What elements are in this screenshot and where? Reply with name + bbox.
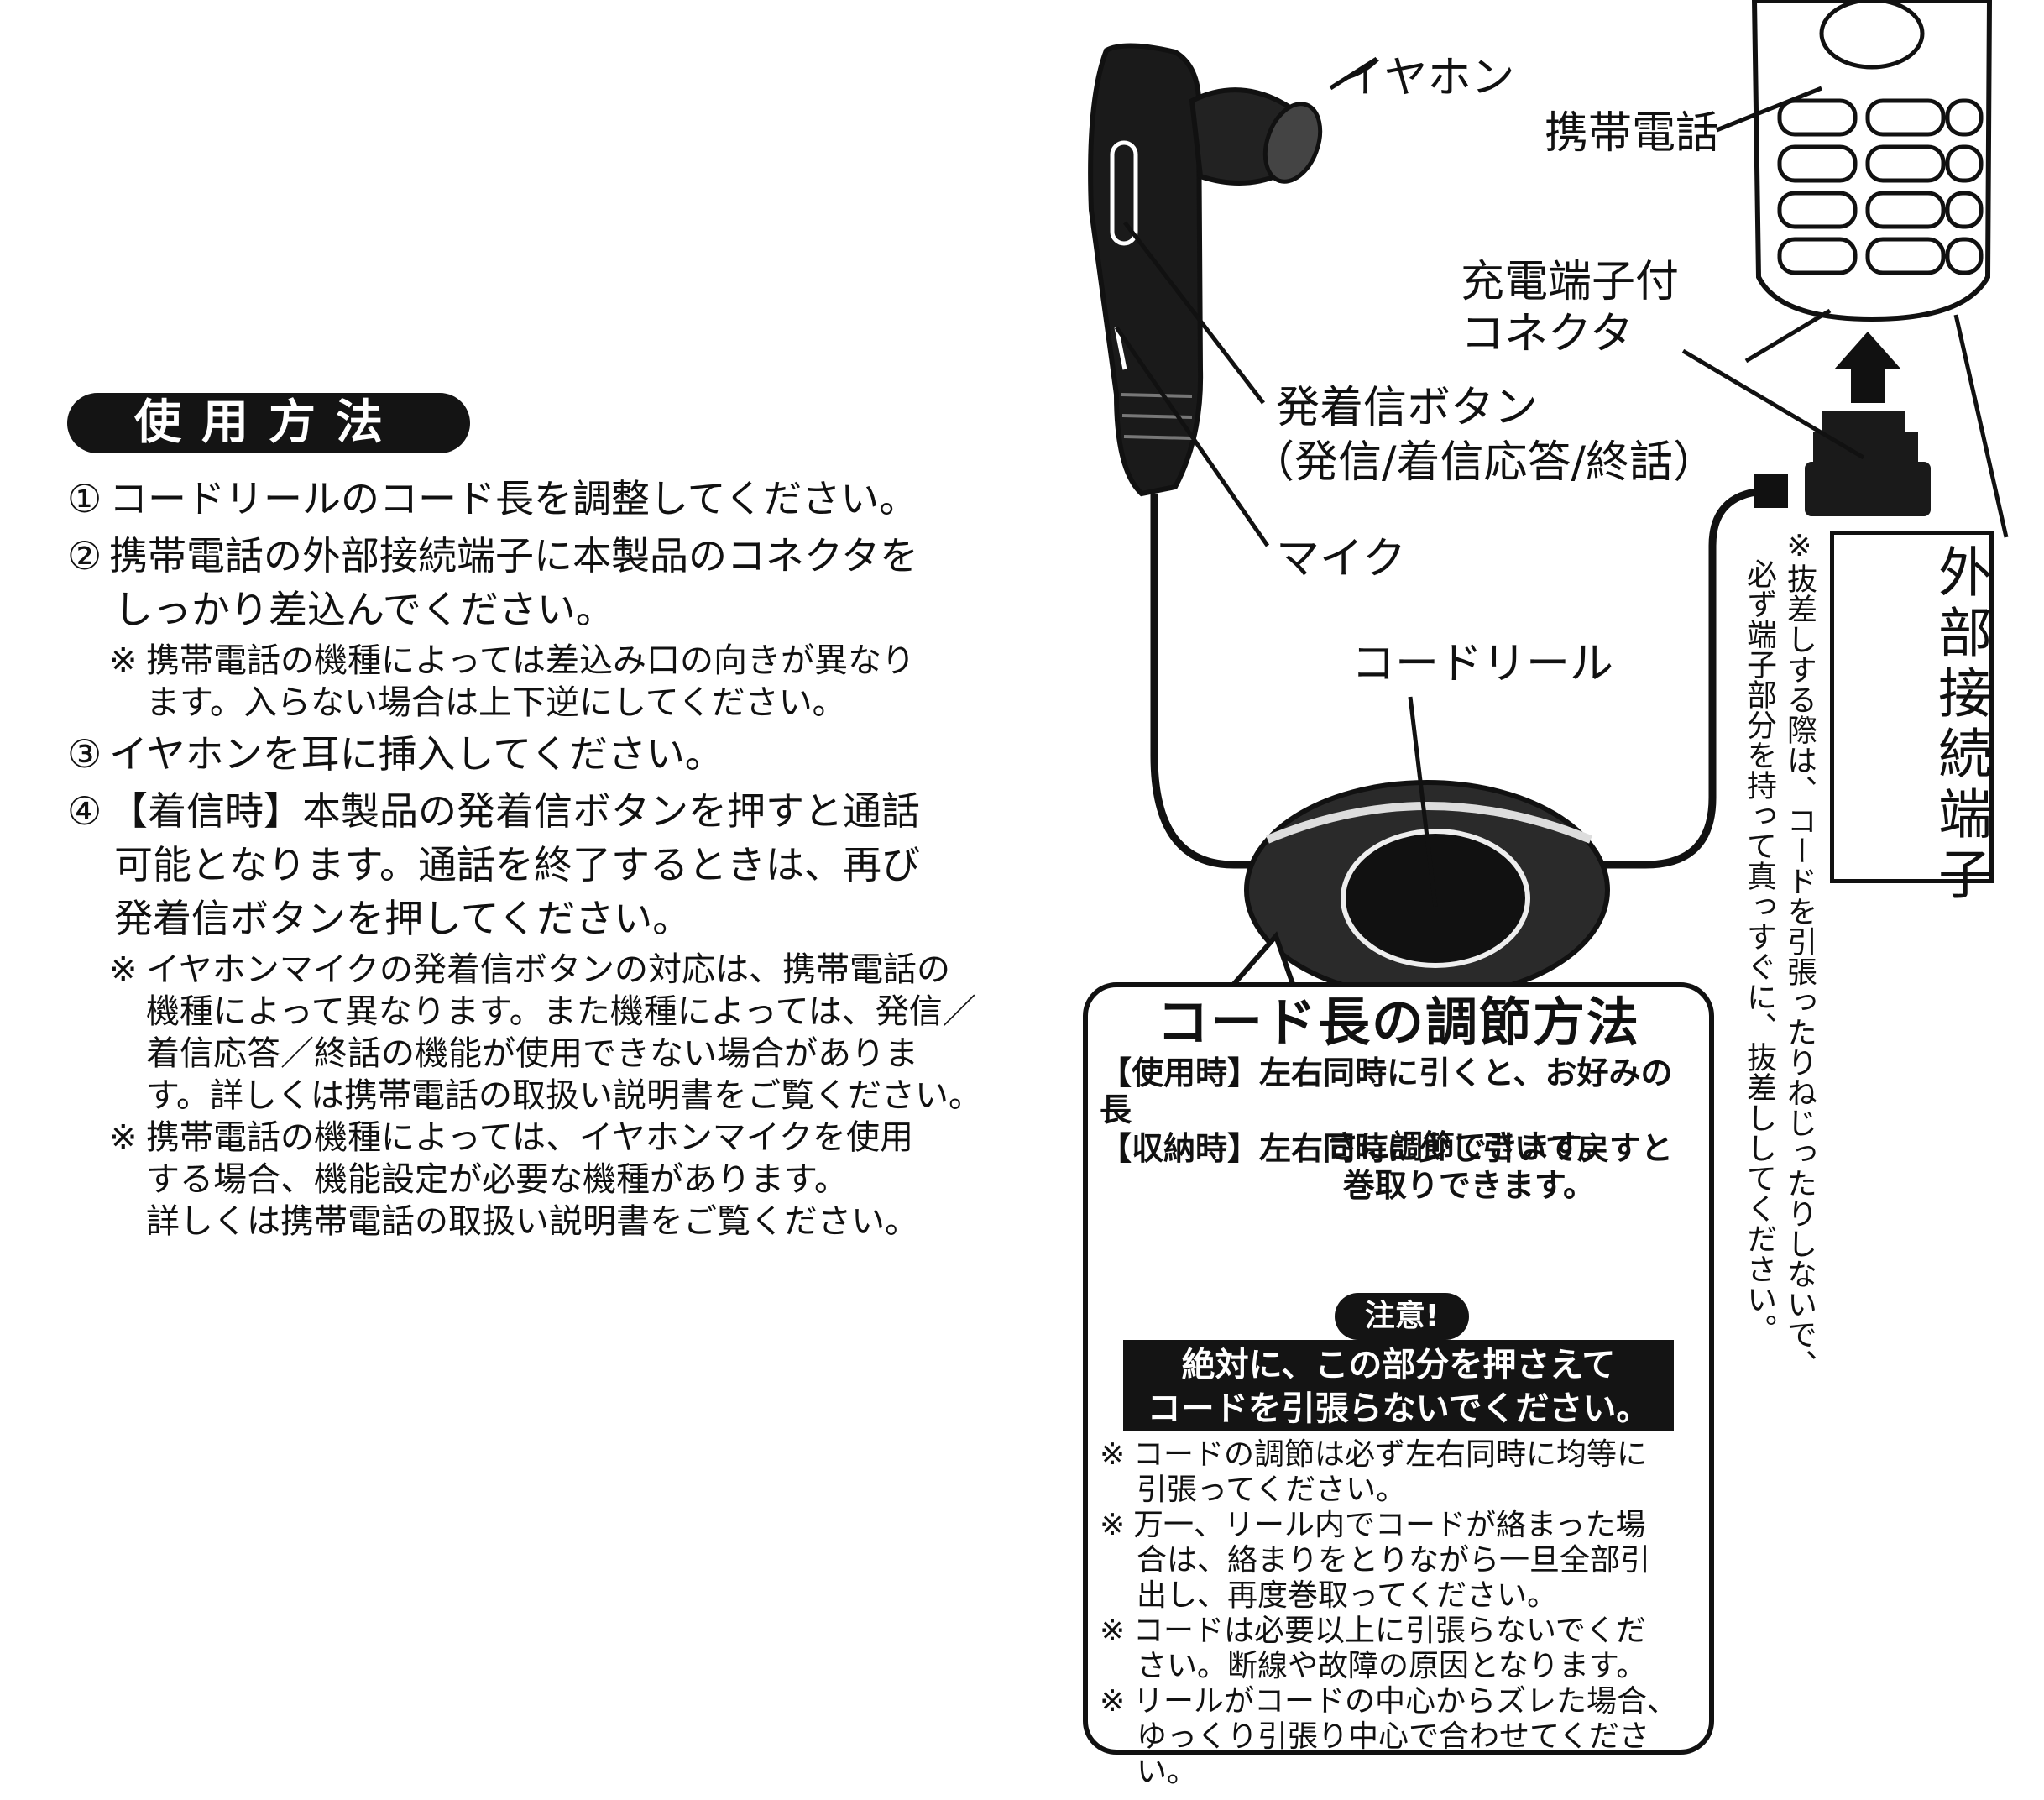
earphone-illustration — [1088, 43, 1323, 869]
note-text: 万一、リール内でコードが絡まった場 — [1133, 1508, 1646, 1542]
step-text: 【着信時】本製品の発着信ボタンを押すと通話 — [109, 788, 920, 834]
caution-badge: 注意! — [1335, 1293, 1469, 1340]
step-text: する場合、機能設定が必要な機種があります。 — [146, 1160, 848, 1199]
use-instructions: 【使用時】左右同時に引くと、お好みの長 さに調節できます。 — [1100, 1054, 1704, 1165]
use-line-1: 左右同時に引くと、お好みの長 — [1100, 1054, 1673, 1128]
use-line-2: さに調節できます。 — [1326, 1128, 1612, 1165]
step-text: 詳しくは携帯電話の取扱い説明書をご覧ください。 — [146, 1202, 918, 1241]
step-marker: ※ — [109, 641, 138, 680]
usage-note: ※携帯電話の機種によっては差込み口の向きが異なります。入らない場合は上下逆にして… — [67, 640, 1007, 724]
step-marker: ※ — [109, 950, 138, 989]
adjust-note: ※万一、リール内でコードが絡まった場合は、絡まりをとりながら一旦全部引出し、再度… — [1100, 1508, 1704, 1614]
cord-reel-label: コードリール — [1351, 639, 1614, 689]
step-marker: ※ — [109, 1118, 138, 1157]
cord-reel-illustration — [1244, 487, 1764, 1000]
step-text: 着信応答／終話の機能が使用できない場合がありま — [146, 1034, 918, 1073]
note-marker: ※ — [1100, 1508, 1126, 1542]
note-text: 引張ってください。 — [1137, 1473, 1407, 1507]
step-marker: ① — [67, 476, 102, 521]
adjust-note: ※コードの調節は必ず左右同時に均等に引張ってください。 — [1100, 1437, 1704, 1508]
step-text: イヤホンマイクの発着信ボタンの対応は、携帯電話の — [146, 950, 950, 989]
warning-line-1: 絶対に、この部分を押さえて — [1181, 1346, 1616, 1384]
usage-step: ④【着信時】本製品の発着信ボタンを押すと通話可能となります。通話を終了するときは… — [67, 784, 1007, 945]
use-tag: 【使用時】 — [1100, 1054, 1260, 1091]
step-text: 携帯電話の外部接続端子に本製品のコネクタを — [109, 533, 919, 578]
step-text: 携帯電話の機種によっては、イヤホンマイクを使用 — [146, 1118, 913, 1157]
connector-label-line-1: 充電端子付 — [1461, 257, 1680, 307]
vertical-note-line-1: ※抜差しする際は、コードを引張ったりねじったりしないで、 — [1782, 529, 1817, 1379]
note-marker: ※ — [1100, 1684, 1126, 1719]
note-text: コードは必要以上に引張らないでくだ — [1133, 1614, 1646, 1648]
port-label: 外部接続端子 — [1929, 544, 1991, 907]
step-marker: ④ — [67, 788, 102, 834]
adjust-note: ※コードは必要以上に引張らないでください。断線や故障の原因となります。 — [1100, 1614, 1704, 1684]
store-line-2: 巻取りできます。 — [1342, 1167, 1596, 1204]
step-text: コードリールのコード長を調整してください。 — [109, 476, 918, 521]
phone-label: 携帯電話 — [1545, 108, 1720, 159]
cord-adjust-title: コード長の調節方法 — [1156, 992, 1640, 1053]
mobile-phone-illustration — [1744, 0, 2009, 538]
step-text: 携帯電話の機種によっては差込み口の向きが異なり — [146, 641, 915, 680]
adjust-notes: ※コードの調節は必ず左右同時に均等に引張ってください。※万一、リール内でコードが… — [1100, 1437, 1704, 1790]
step-text: す。詳しくは携帯電話の取扱い説明書をご覧ください。 — [146, 1076, 982, 1115]
warning-box: 絶対に、この部分を押さえて コードを引張らないでください。 — [1123, 1340, 1674, 1431]
note-text: 出し、再度巻取ってください。 — [1137, 1578, 1558, 1613]
port-box — [1830, 531, 1994, 883]
note-text: コードの調節は必ず左右同時に均等に — [1133, 1437, 1648, 1472]
mic-label: マイク — [1276, 534, 1406, 584]
note-marker: ※ — [1100, 1614, 1126, 1648]
connector-illustration — [1754, 332, 1931, 516]
note-marker: ※ — [1100, 1437, 1126, 1472]
step-text: しっかり差込んでください。 — [114, 587, 614, 632]
adjust-note: ※リールがコードの中心からズレた場合、ゆっくり引張り中心で合わせてください。 — [1100, 1684, 1704, 1790]
store-instructions: 【収納時】左右同時に少し引いて戻すと 巻取りできます。 — [1100, 1130, 1704, 1204]
earphone-label: イヤホン — [1341, 53, 1515, 103]
note-text: 合は、絡まりをとりながら一旦全部引 — [1137, 1543, 1651, 1578]
usage-header: 使用方法 — [67, 393, 470, 453]
connector-label-line-2: コネクタ — [1461, 309, 1634, 359]
vertical-note-line-2: 必ず端子部分を持って真っすぐに、抜差ししてください。 — [1742, 558, 1776, 1344]
step-marker: ② — [67, 533, 102, 578]
step-text: ます。入らない場合は上下逆にしてください。 — [146, 683, 846, 722]
note-text: リールがコードの中心からズレた場合、 — [1133, 1684, 1678, 1719]
note-text: さい。断線や故障の原因となります。 — [1137, 1649, 1647, 1683]
step-text: イヤホンを耳に挿入してください。 — [109, 731, 724, 777]
step-text: 機種によって異なります。また機種によっては、発信／ — [146, 992, 976, 1031]
step-marker: ③ — [67, 731, 102, 777]
warning-line-2: コードを引張らないでください。 — [1147, 1389, 1650, 1428]
note-text: ゆっくり引張り中心で合わせてください。 — [1137, 1719, 1649, 1789]
store-tag: 【収納時】 — [1100, 1130, 1260, 1167]
store-line-1: 左右同時に少し引いて戻すと — [1259, 1130, 1673, 1167]
step-text: 可能となります。通話を終了するときは、再び — [114, 842, 921, 887]
button-label: 発着信ボタン — [1276, 383, 1539, 433]
button-sublabel: （発信/着信応答/終話） — [1251, 437, 1717, 488]
usage-note: ※イヤホンマイクの発着信ボタンの対応は、携帯電話の機種によって異なります。また機… — [67, 949, 1007, 1117]
usage-note: ※携帯電話の機種によっては、イヤホンマイクを使用する場合、機能設定が必要な機種が… — [67, 1117, 1007, 1243]
step-text: 発着信ボタンを押してください。 — [114, 896, 692, 941]
